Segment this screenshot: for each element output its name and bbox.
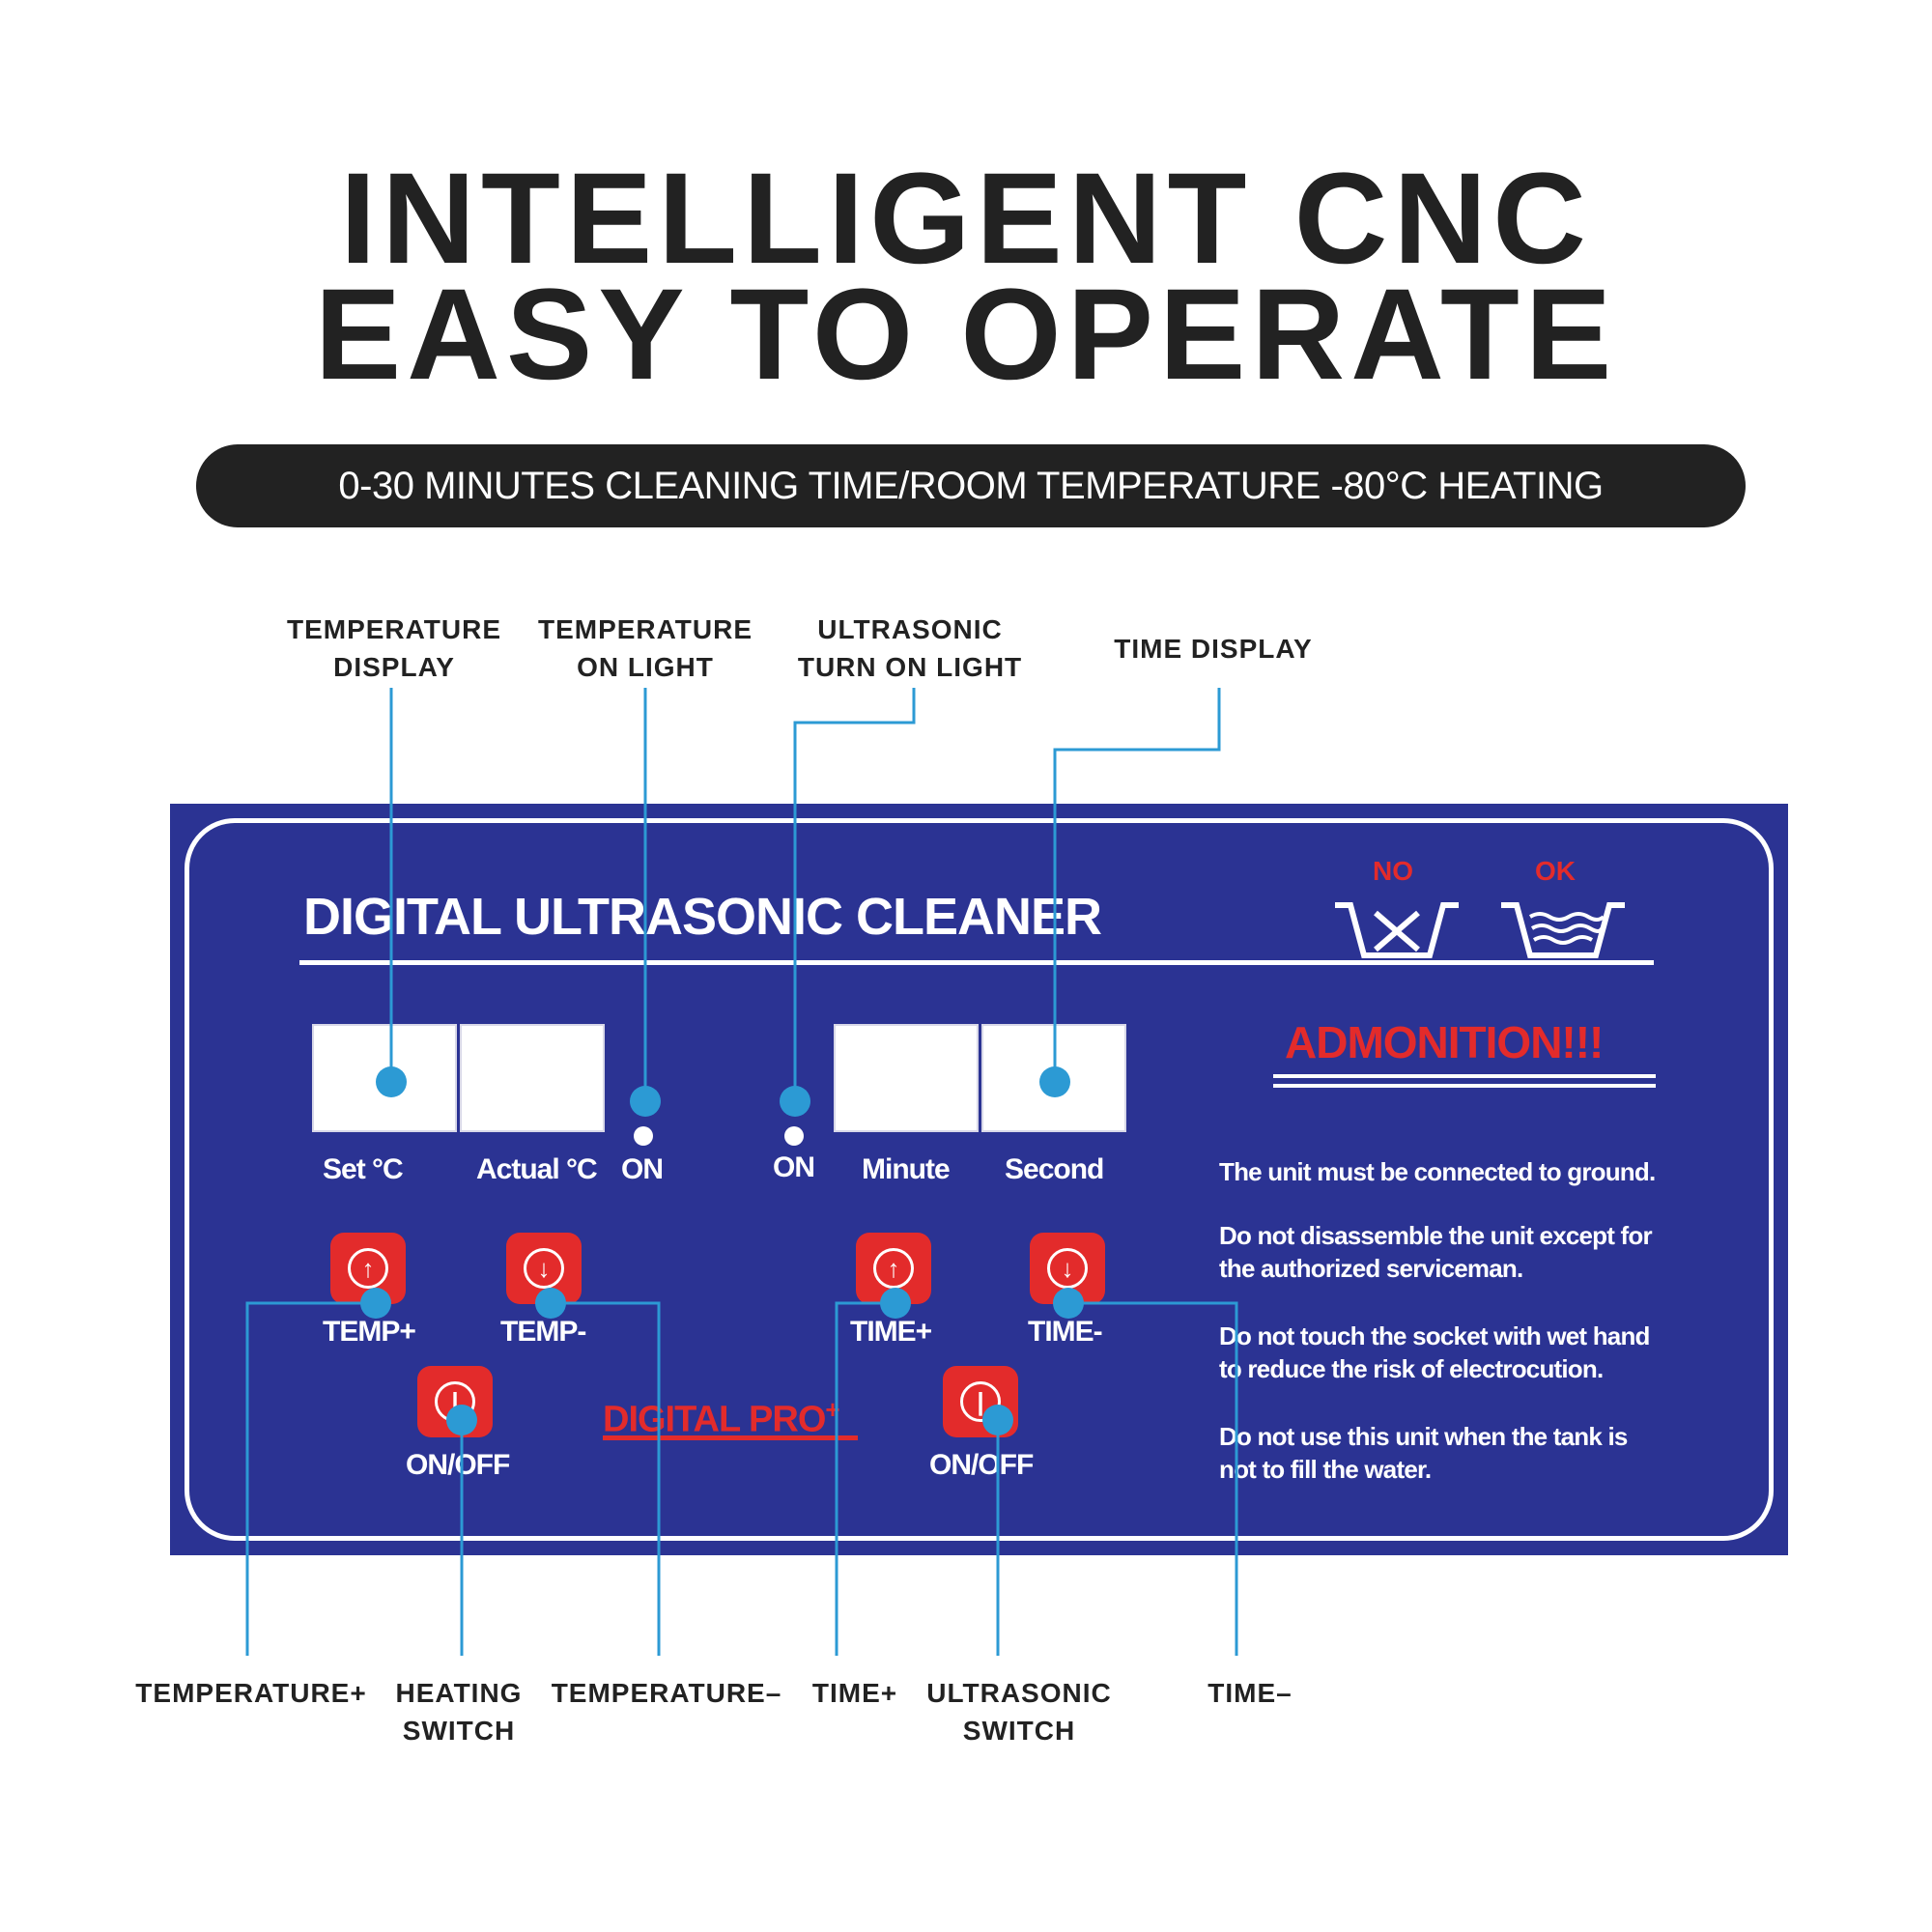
callout-time-minus: TIME– <box>1208 1678 1293 1708</box>
time-plus-button[interactable]: ↑ <box>856 1233 931 1304</box>
actual-temp-label: Actual °C <box>476 1153 598 1185</box>
headline-line-2: EASY TO OPERATE <box>314 263 1618 407</box>
ultrasonic-on-led <box>784 1126 804 1146</box>
power-icon: | <box>451 1387 459 1416</box>
brand-underline <box>603 1435 858 1440</box>
warning-item: The unit must be connected to ground. <box>1219 1157 1656 1186</box>
heating-onoff-button[interactable]: | <box>417 1366 493 1437</box>
arrow-down-icon: ↓ <box>1061 1254 1074 1283</box>
ultra-on-label: ON <box>773 1151 815 1183</box>
callout-temperature-plus: TEMPERATURE+ <box>135 1678 367 1708</box>
minute-label: Minute <box>862 1153 951 1185</box>
ok-label: OK <box>1535 856 1576 886</box>
no-label: NO <box>1373 856 1413 886</box>
brand-logo: DIGITAL PRO+ <box>603 1395 840 1440</box>
heating-onoff-label: ON/OFF <box>406 1449 510 1481</box>
admonition-underline-1 <box>1273 1074 1656 1078</box>
arrow-up-icon: ↑ <box>361 1254 375 1283</box>
arrow-up-icon: ↑ <box>887 1254 900 1283</box>
ok-water-tank-icon <box>1501 902 1625 958</box>
second-label: Second <box>1005 1153 1104 1185</box>
admonition-title: ADMONITION!!! <box>1285 1017 1604 1067</box>
set-temp-label: Set °C <box>323 1153 404 1185</box>
callout-temperature-minus: TEMPERATURE– <box>551 1678 782 1708</box>
time-plus-label: TIME+ <box>850 1316 932 1348</box>
panel-title: DIGITAL ULTRASONIC CLEANER <box>303 888 1102 946</box>
callout-time-plus: TIME+ <box>811 1678 898 1708</box>
temp-minus-label: TEMP- <box>500 1316 586 1348</box>
time-minus-label: TIME- <box>1028 1316 1103 1348</box>
ultrasonic-onoff-button[interactable]: | <box>943 1366 1018 1437</box>
set-temperature-display <box>312 1024 457 1132</box>
title-underline <box>299 960 1654 965</box>
arrow-down-icon: ↓ <box>537 1254 551 1283</box>
admonition-underline-2 <box>1273 1084 1656 1088</box>
no-dry-tank-icon <box>1335 902 1459 958</box>
temp-plus-button[interactable]: ↑ <box>330 1233 406 1304</box>
ultrasonic-onoff-label: ON/OFF <box>929 1449 1034 1481</box>
temp-plus-label: TEMP+ <box>323 1316 416 1348</box>
panel-border <box>185 818 1774 1541</box>
actual-temperature-display <box>460 1024 605 1132</box>
power-icon: | <box>977 1387 984 1416</box>
time-minus-button[interactable]: ↓ <box>1030 1233 1105 1304</box>
minute-display <box>834 1024 979 1132</box>
control-panel: DIGITAL ULTRASONIC CLEANER NO OK Set °C … <box>170 804 1788 1555</box>
temp-minus-button[interactable]: ↓ <box>506 1233 582 1304</box>
headline-line-1: INTELLIGENT CNC <box>340 147 1592 291</box>
second-display <box>981 1024 1126 1132</box>
callout-time-display: TIME DISPLAY <box>1114 634 1313 664</box>
spec-banner: 0-30 MINUTES CLEANING TIME/ROOM TEMPERAT… <box>196 444 1746 590</box>
temp-on-label: ON <box>621 1153 664 1185</box>
temperature-on-led <box>634 1126 653 1146</box>
